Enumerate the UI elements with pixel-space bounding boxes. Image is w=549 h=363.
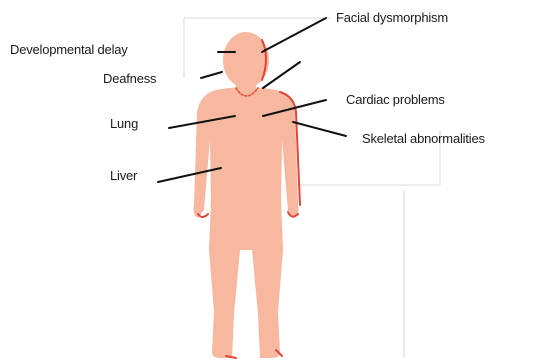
- label-deafness: Deafness: [103, 71, 156, 87]
- left-hand-highlight: [198, 214, 208, 217]
- label-developmental-delay: Developmental delay: [10, 42, 128, 58]
- label-facial-dysmorphism: Facial dysmorphism: [336, 10, 448, 26]
- label-cardiac-problems: Cardiac problems: [346, 92, 445, 108]
- leader-skeletal-abnormalities: [293, 122, 346, 136]
- label-liver: Liver: [110, 168, 137, 184]
- torso: [194, 87, 299, 358]
- leader-deafness: [201, 72, 222, 78]
- label-lung: Lung: [110, 116, 138, 132]
- leader-neck: [263, 62, 300, 88]
- label-skeletal-abnormalities: Skeletal abnormalities: [362, 131, 485, 147]
- human-figure: [194, 32, 299, 358]
- leader-facial-dysmorphism: [262, 18, 326, 52]
